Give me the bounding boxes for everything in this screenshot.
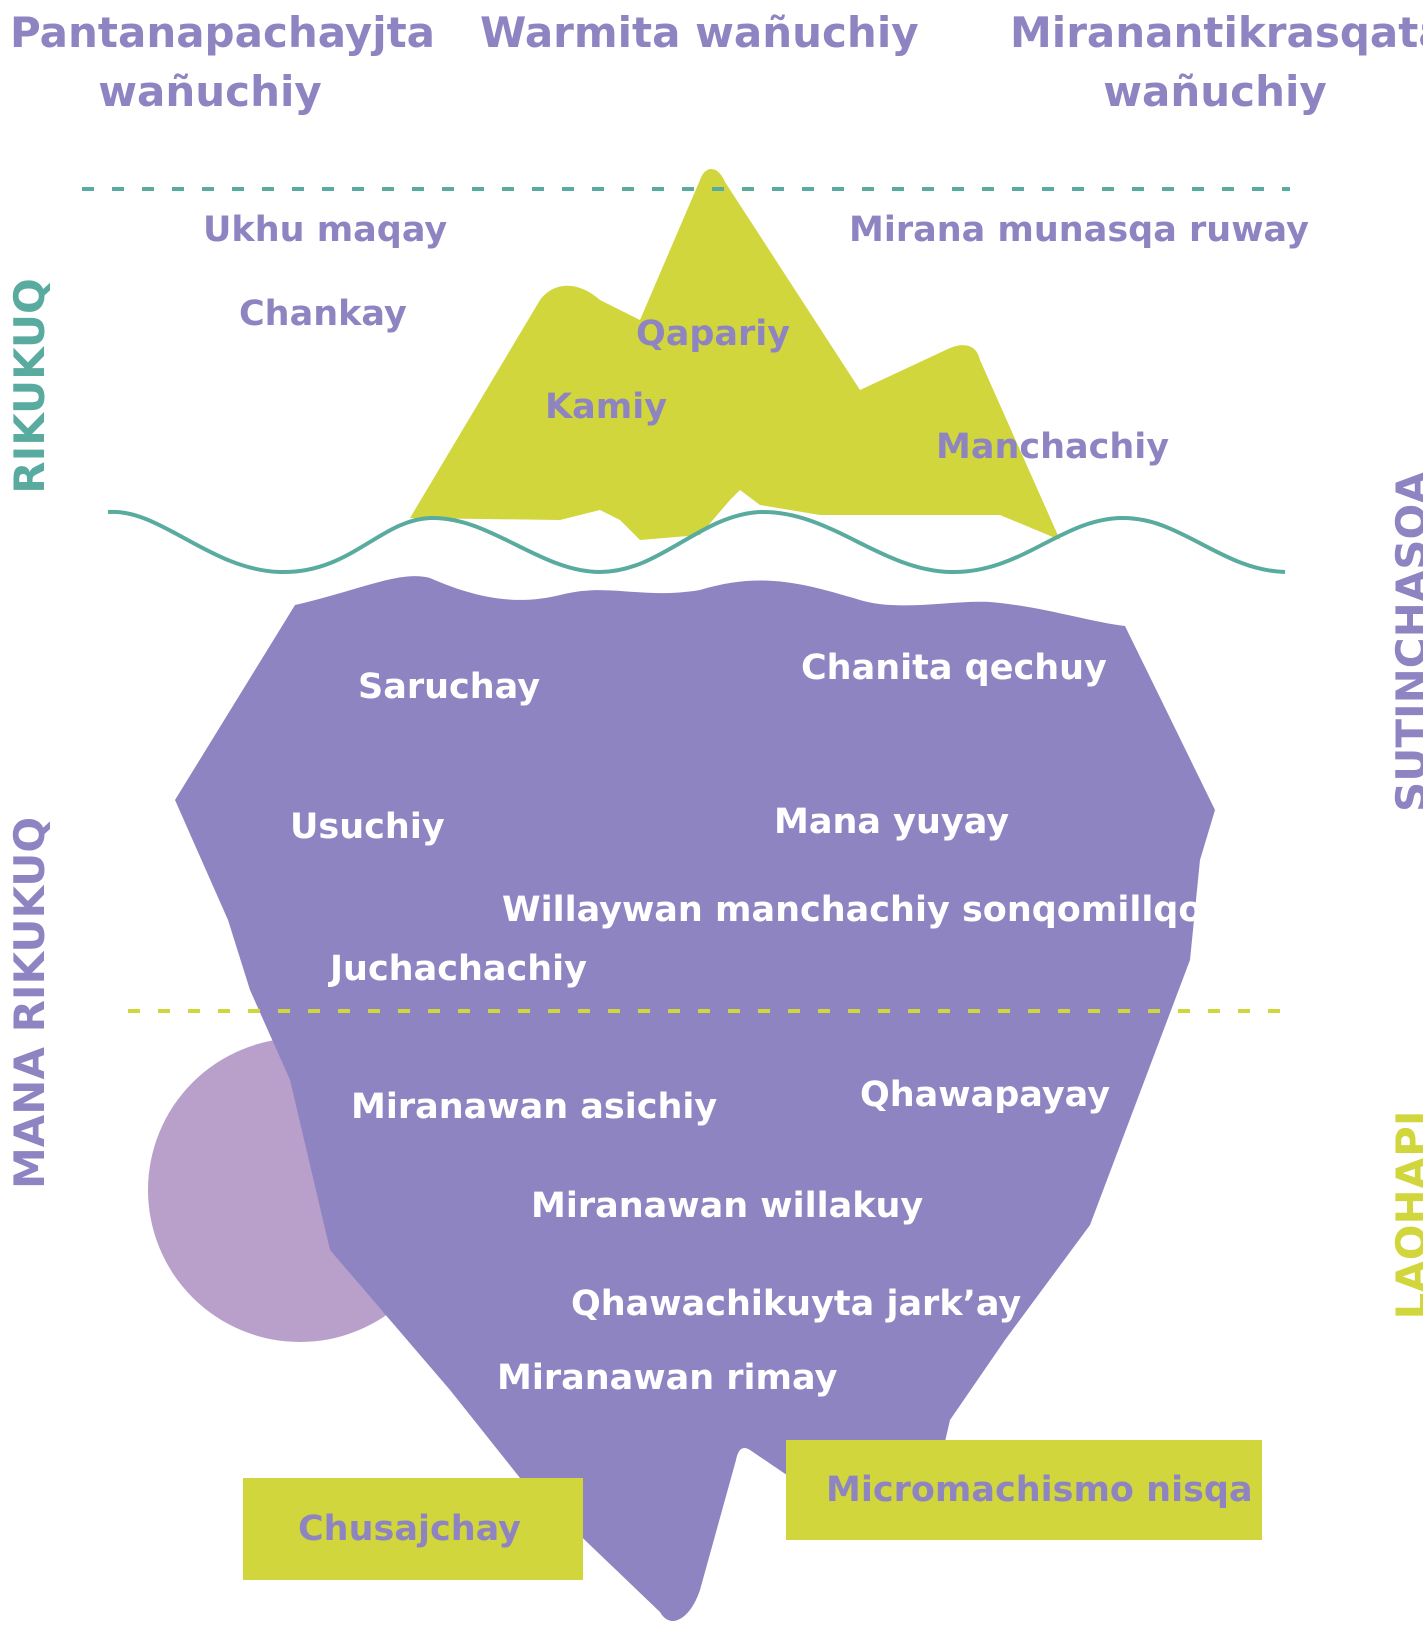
item-ukhu-maqay: Ukhu maqay [203, 210, 448, 250]
item-mana-yuyay: Mana yuyay [774, 802, 1010, 842]
item-chankay: Chankay [239, 294, 407, 334]
item-miranawan-rimay: Miranawan rimay [497, 1358, 838, 1398]
item-willaywan-manchachiy: Willaywan manchachiy sonqomillqoy [502, 890, 1226, 930]
box-chusajchay: Chusajchay [243, 1478, 583, 1580]
item-juchachachiy: Juchachachiy [330, 949, 587, 989]
item-usuchiy: Usuchiy [290, 807, 445, 847]
side-label-explicit: SUTINCHASQA [1387, 471, 1423, 812]
side-label-visible: RIKUKUQ [5, 278, 54, 494]
item-chanita-qechuy: Chanita qechuy [801, 648, 1107, 688]
item-kamiy: Kamiy [545, 387, 668, 427]
box-micromachismo-label: Micromachismo nisqa [826, 1470, 1253, 1510]
box-micromachismo: Micromachismo nisqa [786, 1440, 1262, 1540]
iceberg-underwater [175, 576, 1215, 1621]
box-chusajchay-label: Chusajchay [298, 1509, 521, 1549]
iceberg-peak [410, 168, 1060, 540]
item-mirana-munasqa-ruway: Mirana munasqa ruway [849, 210, 1309, 250]
header-femicide: Warmita wañuchiy [480, 8, 919, 57]
item-qapariy: Qapariy [636, 314, 791, 354]
side-label-invisible: MANA RIKUKUQ [5, 816, 54, 1189]
item-saruchay: Saruchay [358, 667, 541, 707]
item-manchachiy: Manchachiy [936, 427, 1170, 467]
water-wave [107, 509, 1286, 575]
item-qhawapayay: Qhawapayay [860, 1075, 1111, 1115]
side-label-subtle: LAQHAPI [1387, 1110, 1423, 1320]
item-miranawan-willakuy: Miranawan willakuy [531, 1186, 924, 1226]
item-miranawan-asichiy: Miranawan asichiy [351, 1087, 718, 1127]
item-qhawachikuyta-jarkay: Qhawachikuyta jark’ay [571, 1284, 1022, 1324]
